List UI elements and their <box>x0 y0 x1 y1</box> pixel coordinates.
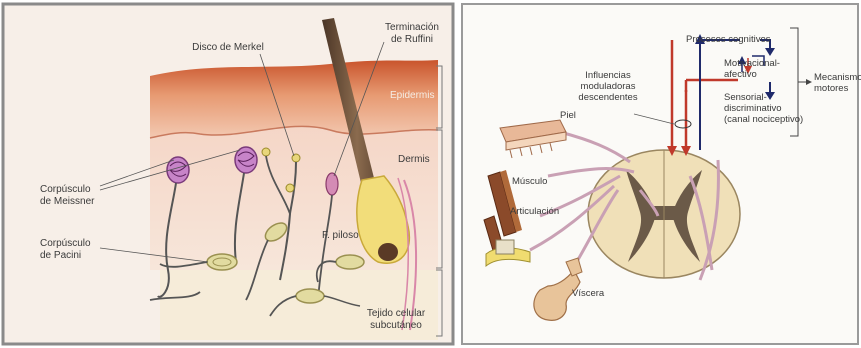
skin-receptors-panel: Terminación de Ruffini Disco de Merkel E… <box>3 4 453 344</box>
label-mecanismos-1: Mecanismos <box>814 72 861 83</box>
label-epidermis: Epidermis <box>390 90 434 101</box>
label-motivacional-2: afectivo <box>724 69 757 80</box>
pain-pathways-panel: Procesos cognitivos Motivacional- afecti… <box>462 4 861 344</box>
label-piel: Piel <box>560 110 576 121</box>
label-merkel: Disco de Merkel <box>192 42 264 53</box>
label-articulacion: Articulación <box>510 206 559 217</box>
label-mecanismos-2: motores <box>814 83 849 94</box>
label-tejido-1: Tejido celular <box>367 308 426 319</box>
label-dermis: Dermis <box>398 154 430 165</box>
label-tejido-2: subcutáneo <box>370 320 422 331</box>
label-motivacional-1: Motivacional- <box>724 58 780 69</box>
label-ruffini-1: Terminación <box>385 22 439 33</box>
label-procesos: Procesos cognitivos <box>686 34 771 45</box>
label-influencias-2: moduladoras <box>581 81 636 92</box>
label-sensorial-2: discriminativo <box>724 103 782 114</box>
label-sensorial-3: (canal nociceptivo) <box>724 114 803 125</box>
label-ruffini-2: de Ruffini <box>391 34 433 45</box>
label-viscera: Víscera <box>572 288 605 299</box>
label-influencias-1: Influencias <box>585 70 631 81</box>
label-sensorial-1: Sensorial- <box>724 92 767 103</box>
label-influencias-3: descendentes <box>578 92 637 103</box>
label-pacini-1: Corpúsculo <box>40 238 91 249</box>
label-meissner-1: Corpúsculo <box>40 184 91 195</box>
label-meissner-2: de Meissner <box>40 196 95 207</box>
label-f-piloso: F. piloso <box>322 230 359 241</box>
hair-bulb <box>378 243 398 261</box>
label-musculo: Músculo <box>512 176 547 187</box>
label-pacini-2: de Pacini <box>40 250 81 261</box>
